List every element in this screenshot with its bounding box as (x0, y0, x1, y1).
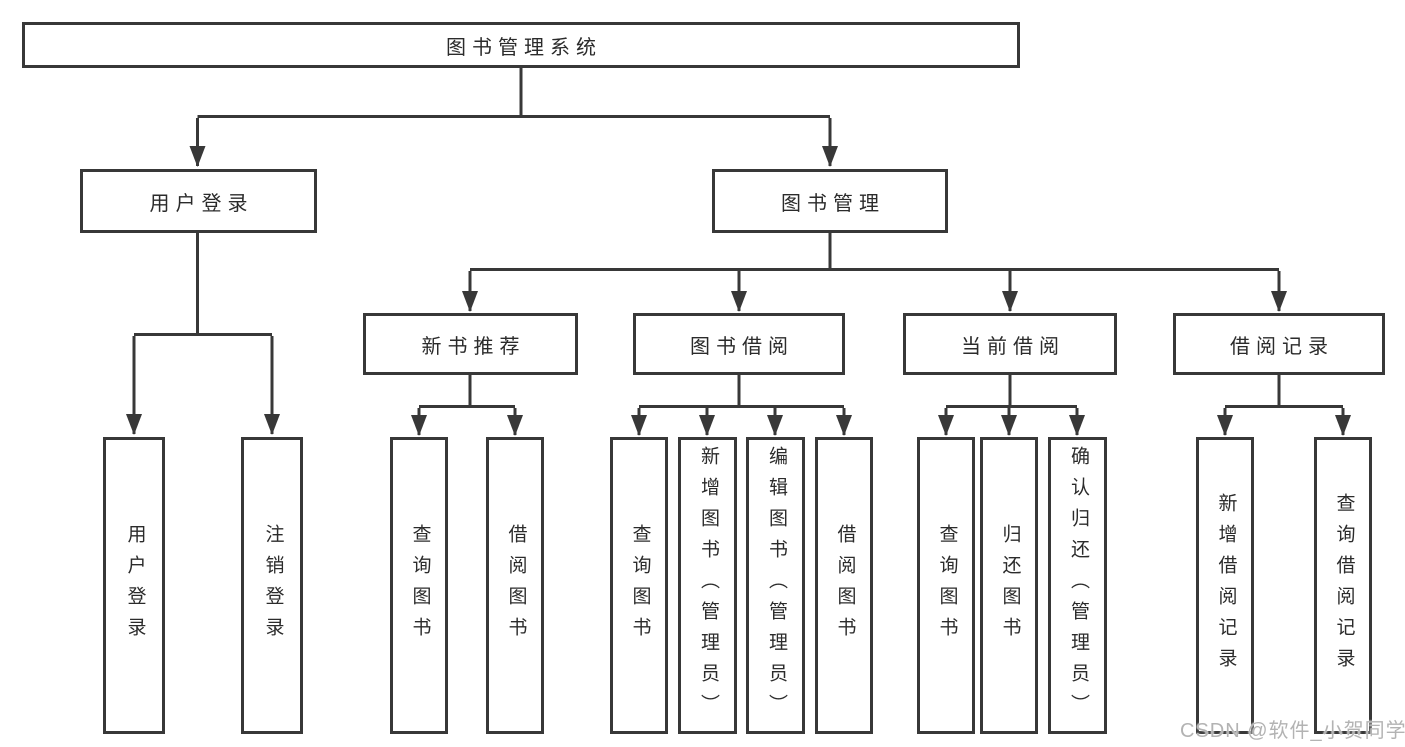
connector-bookborrow-to-leaves (631, 375, 852, 436)
node-root-label: 图书管理系统 (446, 36, 602, 59)
node-book-borrow-label: 图书借阅 (690, 335, 794, 358)
node-borrow-records: 借阅记录 (1173, 313, 1385, 375)
node-book-borrow: 图书借阅 (633, 313, 845, 375)
leaf-borrow-books-newrec: 借阅图书 (486, 437, 544, 734)
leaf-logout-label: 注销登录 (262, 523, 284, 648)
leaf-edit-book-admin-label: 编辑图书（管理员） (765, 446, 787, 725)
node-current-borrow: 当前借阅 (903, 313, 1117, 375)
leaf-add-borrow-record-label: 新增借阅记录 (1215, 492, 1237, 679)
node-book-management: 图书管理 (712, 169, 948, 233)
connector-userlogin-to-leaves (126, 233, 280, 435)
node-book-management-label: 图书管理 (781, 192, 885, 215)
leaf-query-books-current-label: 查询图书 (936, 523, 958, 648)
leaf-borrow-books-newrec-label: 借阅图书 (505, 523, 527, 648)
node-root: 图书管理系统 (22, 22, 1020, 68)
leaf-return-books: 归还图书 (980, 437, 1038, 734)
leaf-add-borrow-record: 新增借阅记录 (1196, 437, 1254, 734)
leaf-edit-book-admin: 编辑图书（管理员） (746, 437, 805, 734)
leaf-add-book-admin-label: 新增图书（管理员） (697, 446, 719, 725)
node-borrow-records-label: 借阅记录 (1230, 335, 1334, 358)
connector-root-to-level2 (189, 68, 838, 167)
leaf-borrow-books: 借阅图书 (815, 437, 873, 734)
leaf-query-borrow-record-label: 查询借阅记录 (1333, 492, 1355, 679)
leaf-add-book-admin: 新增图书（管理员） (678, 437, 737, 734)
node-new-book-recommend-label: 新书推荐 (421, 335, 526, 358)
leaf-query-books-newrec: 查询图书 (390, 437, 448, 734)
leaf-query-books-borrow: 查询图书 (610, 437, 668, 734)
leaf-confirm-return-admin-label: 确认归还（管理员） (1067, 446, 1089, 725)
leaf-query-books-current: 查询图书 (917, 437, 975, 734)
node-new-book-recommend: 新书推荐 (363, 313, 578, 375)
leaf-logout: 注销登录 (241, 437, 303, 734)
leaf-query-borrow-record: 查询借阅记录 (1314, 437, 1372, 734)
connector-currentborrow-to-leaves (938, 375, 1085, 436)
node-user-login-label: 用户登录 (149, 192, 254, 215)
leaf-confirm-return-admin: 确认归还（管理员） (1048, 437, 1107, 734)
leaf-return-books-label: 归还图书 (999, 523, 1021, 648)
node-current-borrow-label: 当前借阅 (961, 335, 1065, 358)
leaf-user-login: 用户登录 (103, 437, 165, 734)
leaf-query-books-borrow-label: 查询图书 (629, 523, 651, 648)
csdn-watermark: CSDN @软件_小贺同学 (1180, 720, 1405, 742)
connector-records-to-leaves (1217, 375, 1351, 436)
leaf-query-books-newrec-label: 查询图书 (409, 523, 431, 648)
connector-newbooks-to-leaves (411, 375, 523, 436)
leaf-borrow-books-label: 借阅图书 (834, 523, 856, 648)
node-user-login: 用户登录 (80, 169, 317, 233)
leaf-user-login-label: 用户登录 (124, 523, 146, 648)
connector-bookmgmt-to-level3 (462, 233, 1287, 312)
